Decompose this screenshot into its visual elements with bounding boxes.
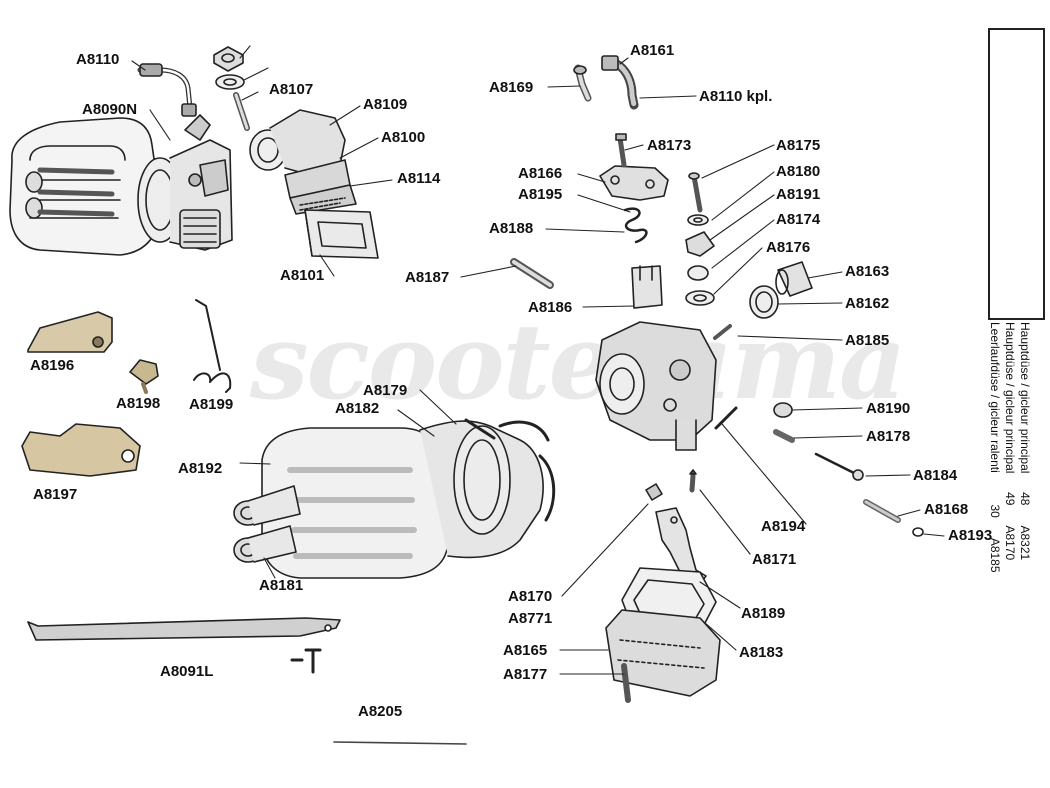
jet-size-3: 30 [988, 504, 1002, 518]
jet-table: Hauptdüse / gicleur principal 48 A8321 H… [988, 28, 1045, 573]
label-a8191: A8191 [776, 186, 821, 203]
label-a8195: A8195 [518, 186, 563, 203]
clamp-ring [749, 285, 779, 319]
main-jet [645, 483, 663, 501]
air-box [233, 418, 556, 579]
label-a8180: A8180 [776, 163, 821, 180]
label-a8176: A8176 [766, 239, 811, 256]
fuel-hose-kit [601, 55, 639, 110]
label-a8181: A8181 [259, 577, 304, 594]
label-a8187: A8187 [405, 269, 450, 286]
choke-rod [27, 617, 341, 674]
label-a8175: A8175 [776, 137, 821, 154]
jet-desc-3: Leerlaufdüse / gicleur ralenti [988, 322, 1002, 473]
label-a8193: A8193 [948, 527, 993, 544]
jet-part-3: A8185 [988, 537, 1002, 573]
label-a8091l: A8091L [160, 663, 214, 680]
label-a8100: A8100 [381, 129, 426, 146]
jet-desc-2: Hauptdüse / gicleur principal [1003, 322, 1017, 474]
jet-part-1: A8321 [1018, 525, 1032, 561]
label-a8194: A8194 [761, 518, 806, 535]
banjo-screw [573, 64, 592, 102]
jet-size-1: 48 [1018, 492, 1032, 506]
label-a8169: A8169 [489, 79, 534, 96]
label-a8179: A8179 [363, 382, 408, 399]
label-a8166: A8166 [518, 165, 563, 182]
carb-top-cover [599, 133, 669, 244]
choke-cap [775, 261, 813, 297]
label-a8110: A8110 [76, 51, 120, 68]
label-a8199: A8199 [189, 396, 234, 413]
spring-wire [193, 299, 232, 393]
label-a8163: A8163 [845, 263, 890, 280]
label-a8110-kpl: A8110 kpl. [699, 88, 773, 105]
fuel-hose-left [137, 63, 197, 117]
carburettor-body [595, 321, 732, 451]
float-needle [689, 469, 697, 493]
intake-manifold [249, 109, 357, 215]
label-a8196: A8196 [30, 357, 75, 374]
nut-washer-stack [213, 46, 250, 131]
jet-parts-right [714, 402, 924, 537]
leader-lines [131, 45, 945, 675]
label-a8101: A8101 [280, 267, 325, 284]
lever-plate [27, 311, 113, 353]
jet-row-3: Leerlaufdüse / gicleur ralenti 30 A8185 [988, 322, 1002, 573]
label-a8189: A8189 [741, 605, 786, 622]
label-a8170: A8170 [508, 588, 553, 605]
label-a8183: A8183 [739, 644, 784, 661]
label-a8177: A8177 [503, 666, 548, 683]
label-a8174: A8174 [776, 211, 821, 228]
label-a8186: A8186 [528, 299, 573, 316]
label-a8190: A8190 [866, 400, 911, 417]
label-a8182: A8182 [335, 400, 380, 417]
label-a8107: A8107 [269, 81, 314, 98]
label-a8185: A8185 [845, 332, 890, 349]
throttle-cable [333, 741, 467, 745]
label-a8205: A8205 [358, 703, 403, 720]
label-a8090n: A8090N [82, 101, 138, 118]
float-bowl [605, 567, 721, 703]
air-filter-carburettor-assembly [9, 114, 233, 256]
label-a8162: A8162 [845, 295, 890, 312]
label-a8114: A8114 [397, 170, 441, 187]
label-a8178: A8178 [866, 428, 911, 445]
label-a8771: A8771 [508, 610, 553, 627]
label-a8173: A8173 [647, 137, 692, 154]
jet-row-1: Hauptdüse / gicleur principal 48 A8321 [1018, 322, 1032, 560]
jet-size-2: 49 [1003, 492, 1017, 506]
label-a8197: A8197 [33, 486, 78, 503]
jet-row-2: Hauptdüse / gicleur principal 49 A8170 [1003, 322, 1017, 560]
watermark: scooterama [250, 300, 906, 423]
label-a8165: A8165 [503, 642, 548, 659]
bracket-plate [21, 423, 141, 477]
label-a8109: A8109 [363, 96, 408, 113]
throttle-slide [631, 265, 663, 309]
label-a8168: A8168 [924, 501, 969, 518]
float [655, 507, 707, 585]
label-a8188: A8188 [489, 220, 534, 237]
label-a8161: A8161 [630, 42, 675, 59]
gasket [304, 209, 379, 259]
label-a8184: A8184 [913, 467, 958, 484]
jet-desc-1: Hauptdüse / gicleur principal [1018, 322, 1032, 474]
label-a8198: A8198 [116, 395, 161, 412]
jet-part-2: A8170 [1003, 525, 1017, 561]
label-a8192: A8192 [178, 460, 223, 477]
screw-knob [129, 359, 159, 394]
needle-parts [685, 172, 715, 306]
label-a8171: A8171 [752, 551, 797, 568]
adjust-screw [510, 258, 554, 289]
